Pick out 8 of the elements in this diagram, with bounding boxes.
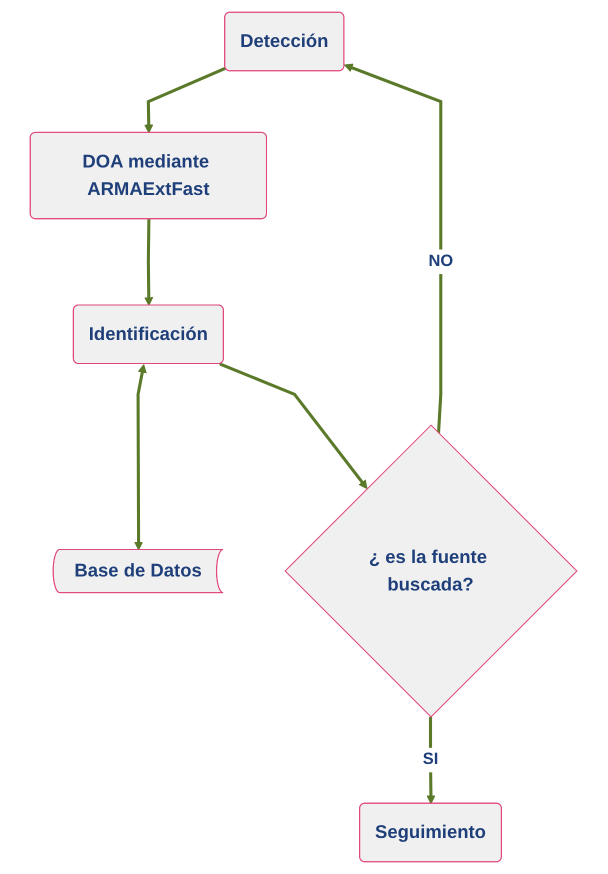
arrow xyxy=(144,66,227,134)
arrow xyxy=(220,362,368,490)
arrow xyxy=(344,64,443,434)
arrow xyxy=(134,364,148,550)
edge-label: NO xyxy=(428,252,454,270)
arrow xyxy=(144,219,154,306)
node-diamond: ¿ es la fuente buscada? xyxy=(284,424,578,718)
edge-label: SI xyxy=(423,750,439,768)
